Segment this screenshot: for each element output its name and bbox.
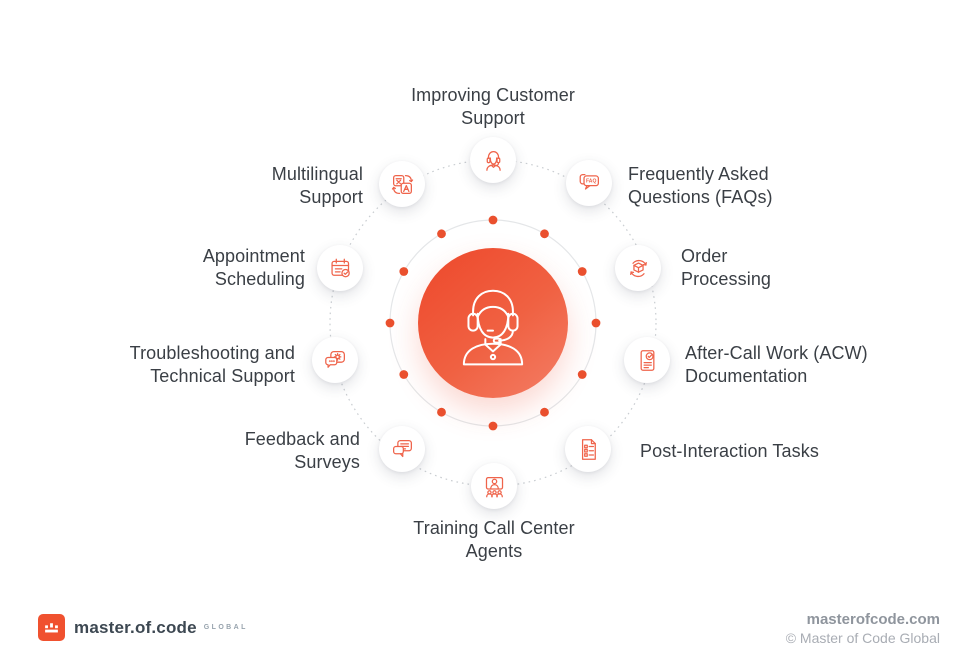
label-feedback-and-surveys: Feedback and Surveys xyxy=(244,429,360,472)
center-circle xyxy=(418,248,568,398)
badge-feedback-and-surveys xyxy=(379,426,425,472)
document-check-icon xyxy=(640,349,654,371)
badge-multilingual-support xyxy=(379,161,425,207)
badge-order-processing xyxy=(615,245,661,291)
checklist-document-icon xyxy=(581,438,596,460)
badge-acw-documentation xyxy=(624,337,670,383)
support-agent-icon xyxy=(462,289,524,366)
label-order-processing: Order Processing xyxy=(681,246,772,289)
label-post-interaction-tasks: Post-Interaction Tasks xyxy=(640,441,819,461)
label-appointment-scheduling: Appointment Scheduling xyxy=(202,246,305,289)
badge-improving-customer-support xyxy=(470,137,516,183)
support-gear-bubble-icon xyxy=(324,350,345,368)
label-training-call-center-agents: Training Call Center Agents xyxy=(413,518,575,561)
footer-website: masterofcode.com xyxy=(806,611,940,628)
badge-post-interaction-tasks xyxy=(565,426,611,472)
footer-logo-wordmark: master.of.code xyxy=(74,617,197,637)
translate-icon xyxy=(391,174,413,194)
label-acw-documentation: After-Call Work (ACW) Documentation xyxy=(685,343,868,386)
support-agent-icon xyxy=(485,150,501,171)
footer-logo-suffix: GLOBAL xyxy=(203,624,248,631)
label-troubleshooting-technical-support: Troubleshooting and Technical Support xyxy=(129,343,295,386)
footer-copyright: © Master of Code Global xyxy=(785,630,940,646)
calendar-check-icon xyxy=(330,258,350,277)
label-faq: Frequently Asked Questions (FAQs) xyxy=(628,164,773,207)
svg-text:FAQ: FAQ xyxy=(586,178,596,184)
badge-appointment-scheduling xyxy=(317,245,363,291)
feedback-bubbles-icon xyxy=(392,439,412,457)
order-box-sync-icon xyxy=(629,259,647,277)
footer-logo: master.of.code GLOBAL xyxy=(38,614,248,641)
crown-icon xyxy=(45,623,58,633)
badge-training-call-center-agents xyxy=(471,463,517,509)
ring-dots xyxy=(385,215,601,431)
badge-faq: FAQ xyxy=(566,160,612,206)
badge-troubleshooting-technical-support xyxy=(312,337,358,383)
label-multilingual-support: Multilingual Support xyxy=(271,164,363,207)
training-presentation-icon xyxy=(485,476,503,497)
faq-bubble-icon: FAQ xyxy=(579,173,599,190)
label-improving-customer-support: Improving Customer Support xyxy=(411,85,575,128)
master-of-code-logo-icon xyxy=(38,614,65,641)
